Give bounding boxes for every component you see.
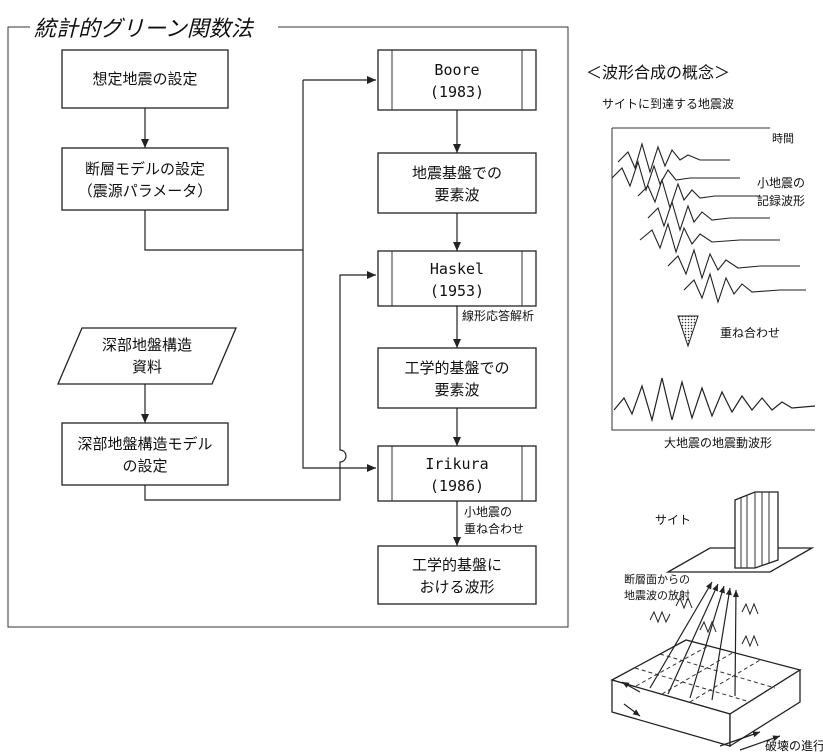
- svg-text:地震基盤での: 地震基盤での: [412, 164, 502, 182]
- small-wave-5: [639, 222, 780, 254]
- group-frame: [7, 26, 569, 628]
- svg-text:(1986): (1986): [430, 477, 484, 495]
- box-haskel: Haskel (1953): [377, 250, 537, 307]
- site-building: [665, 491, 815, 573]
- box-deep-structure-model: 深部地盤構造モデル の設定: [61, 422, 229, 486]
- svg-text:（震源パラメータ）: （震源パラメータ）: [78, 182, 213, 200]
- annotation-linear: 線形応答解析: [462, 308, 534, 323]
- small-wave-1: [617, 142, 730, 174]
- svg-text:資料: 資料: [132, 358, 162, 376]
- concept-waveform-frame: [611, 127, 815, 431]
- small-earthquake-waveforms: [611, 142, 806, 304]
- box-engineering-waveform: 工学的基盤に おける波形: [377, 545, 537, 605]
- concept-site-waves: サイトに到達する地震波: [602, 97, 734, 111]
- svg-text:工学的基盤に: 工学的基盤に: [412, 556, 502, 574]
- box-irikura: Irikura (1986): [377, 445, 537, 502]
- svg-text:Irikura: Irikura: [425, 455, 488, 473]
- svg-text:要素波: 要素波: [434, 186, 479, 204]
- rupture-arrows: [719, 731, 781, 751]
- svg-text:(1953): (1953): [430, 282, 484, 300]
- superpose-cone: [677, 315, 699, 348]
- small-wave-4: [647, 200, 770, 232]
- small-wave-7: [683, 272, 806, 304]
- concept-site-label: サイト: [655, 513, 691, 527]
- large-earthquake-waveform: [613, 377, 816, 423]
- svg-text:(1983): (1983): [430, 83, 484, 101]
- concept-time: 時間: [772, 132, 794, 145]
- svg-text:断層モデルの設定: 断層モデルの設定: [85, 160, 205, 178]
- box-boore: Boore (1983): [377, 49, 537, 111]
- annotation-superpose-1: 小地震の: [464, 505, 512, 519]
- concept-large-wave: 大地震の地震動波形: [664, 436, 772, 450]
- diagram-title: 統計的グリーン関数法: [34, 17, 255, 42]
- box-bedrock-element-wave: 地震基盤での 要素波: [377, 152, 537, 214]
- box-fault-model: 断層モデルの設定 （震源パラメータ）: [61, 147, 229, 211]
- box-earthquake-setting: 想定地震の設定: [61, 49, 229, 109]
- svg-text:深部地盤構造: 深部地盤構造: [102, 336, 192, 354]
- radiation-wave-glyphs: [649, 596, 759, 648]
- svg-text:想定地震の設定: 想定地震の設定: [92, 70, 197, 88]
- concept-small-records-1: 小地震の: [757, 176, 805, 190]
- concept-rupture: 破壊の進行: [765, 738, 823, 753]
- svg-text:の設定: の設定: [122, 457, 167, 475]
- small-wave-6: [667, 248, 800, 280]
- small-wave-3: [637, 178, 760, 210]
- box-engineering-element-wave: 工学的基盤での 要素波: [377, 347, 537, 409]
- box-deep-structure-data: 深部地盤構造 資料: [57, 327, 237, 385]
- annotation-superpose-2: 重ね合わせ: [464, 521, 524, 536]
- svg-text:おける波形: おける波形: [419, 578, 494, 596]
- concept-title: ＜波形合成の概念＞: [586, 63, 730, 82]
- small-wave-2: [611, 160, 740, 192]
- concept-radiation-1: 断層面からの: [624, 572, 690, 586]
- fault-plane: [610, 639, 802, 748]
- svg-text:Boore: Boore: [434, 61, 479, 79]
- concept-superpose: 重ね合わせ: [720, 325, 780, 340]
- radiation-arrows: [649, 581, 739, 701]
- svg-text:深部地盤構造モデル: 深部地盤構造モデル: [77, 435, 212, 453]
- svg-text:工学的基盤での: 工学的基盤での: [404, 359, 509, 377]
- svg-text:Haskel: Haskel: [430, 260, 484, 278]
- svg-text:要素波: 要素波: [434, 381, 479, 399]
- concept-radiation-2: 地震波の放射: [624, 588, 690, 602]
- concept-small-records-2: 記録波形: [757, 193, 805, 208]
